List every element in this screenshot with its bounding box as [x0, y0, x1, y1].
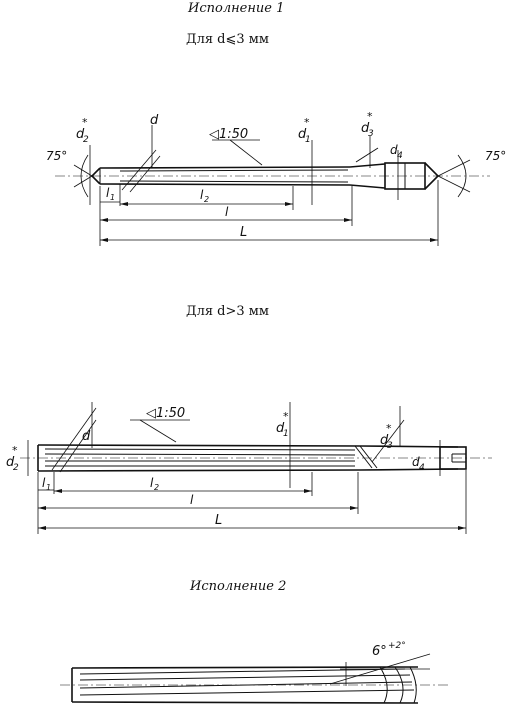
- label-d4-sub: 4: [397, 151, 403, 161]
- label-d: d: [82, 429, 91, 444]
- label-d2-star: *: [12, 444, 18, 457]
- body-bottom-edge: [71, 701, 419, 704]
- helical-flute: [79, 689, 415, 696]
- body-bottom-edge: [37, 469, 361, 472]
- label-d2: d: [76, 127, 85, 142]
- angle-leader-left: [73, 164, 93, 177]
- body-top-edge: [99, 166, 351, 169]
- angle-label-left: 75°: [46, 149, 67, 163]
- label-l1-sub: 1: [46, 483, 51, 492]
- angle-arc-left: [80, 154, 89, 198]
- label-d1-sub: 1: [305, 135, 311, 145]
- helical-flute: [79, 668, 406, 675]
- label-l1-sub: 1: [110, 193, 115, 202]
- transition-line: [359, 445, 378, 469]
- label-d1: d: [276, 421, 285, 436]
- angle-leader-right: [437, 159, 471, 177]
- flute-end: [409, 666, 417, 704]
- angle-leader-left: [73, 175, 93, 188]
- taper-leader: [139, 419, 177, 443]
- label-d1-star: *: [283, 410, 289, 423]
- label-l: l: [190, 493, 194, 507]
- label-d2-sub: 2: [13, 463, 19, 473]
- helical-flute: [79, 681, 413, 689]
- taper-label: ◁1:50: [209, 127, 248, 142]
- body-top-edge: [71, 666, 419, 669]
- label-helix-angle: 6°: [372, 644, 387, 659]
- flute-end: [394, 666, 404, 704]
- label-d3-sub: 3: [368, 129, 374, 139]
- angle-leader-right: [437, 175, 471, 193]
- figure-small-reamer: 75° 75° ◁1:50 d d 2 * d 1 * d 3 * d 4 l …: [46, 110, 506, 246]
- taper-label: ◁1:50: [146, 406, 185, 421]
- dim-d-leader: [129, 155, 161, 193]
- version-2-title: Исполнение 2: [190, 579, 287, 594]
- label-d2: d: [6, 455, 15, 470]
- label-d1-sub: 1: [283, 429, 289, 439]
- label-d: d: [150, 113, 159, 128]
- figure-large-reamer: ◁1:50 d d 2 * d 1 * d 3 * d 4 l 1 l 2 l …: [6, 402, 492, 534]
- figure-helical-reamer: 6° +2°: [60, 641, 450, 704]
- flute-line: [44, 448, 356, 451]
- dim-d-leader: [59, 419, 97, 473]
- flute-line: [119, 180, 349, 183]
- dim-d-leader: [121, 149, 157, 191]
- label-l1: l: [106, 186, 110, 200]
- label-L: L: [240, 225, 247, 240]
- angle-arc-right: [457, 154, 467, 198]
- taper-leader: [229, 139, 263, 166]
- label-d4-sub: 4: [419, 463, 425, 473]
- neck-top: [349, 163, 386, 168]
- label-l2-sub: 2: [154, 483, 159, 492]
- condition-large-diameter: Для d>3 мм: [186, 304, 270, 319]
- label-d3-star: *: [386, 422, 392, 435]
- label-l2: l: [200, 188, 204, 202]
- label-d1: d: [298, 127, 307, 142]
- label-d3: d: [361, 121, 370, 136]
- condition-small-diameter: Для d⩽3 мм: [186, 32, 270, 47]
- label-d2-star: *: [82, 116, 88, 129]
- dim-d3-leader: [371, 419, 405, 463]
- flute-line: [44, 453, 356, 456]
- label-helix-tolerance: +2°: [388, 641, 406, 651]
- label-d3-sub: 3: [387, 441, 393, 451]
- flute-line: [119, 169, 349, 172]
- label-d3-star: *: [367, 110, 373, 123]
- label-l2-sub: 2: [204, 195, 209, 204]
- label-d1-star: *: [304, 116, 310, 129]
- body-bottom-edge: [99, 183, 351, 186]
- helical-flute: [79, 674, 411, 681]
- flute-end: [379, 666, 388, 704]
- neck-projection: [355, 147, 379, 163]
- transition-line: [354, 445, 373, 469]
- body-top-edge: [37, 444, 361, 447]
- label-l1: l: [42, 476, 46, 490]
- angle-label-right: 75°: [485, 149, 506, 163]
- label-d4: d: [412, 455, 420, 469]
- label-d3: d: [380, 433, 389, 448]
- dim-d-leader: [51, 407, 97, 471]
- neck-bottom: [349, 184, 386, 189]
- label-d4: d: [390, 143, 398, 157]
- label-l: l: [225, 205, 229, 219]
- label-l2: l: [150, 476, 154, 490]
- label-L: L: [215, 513, 222, 528]
- label-d2-sub: 2: [83, 135, 89, 145]
- version-1-title: Исполнение 1: [188, 1, 285, 16]
